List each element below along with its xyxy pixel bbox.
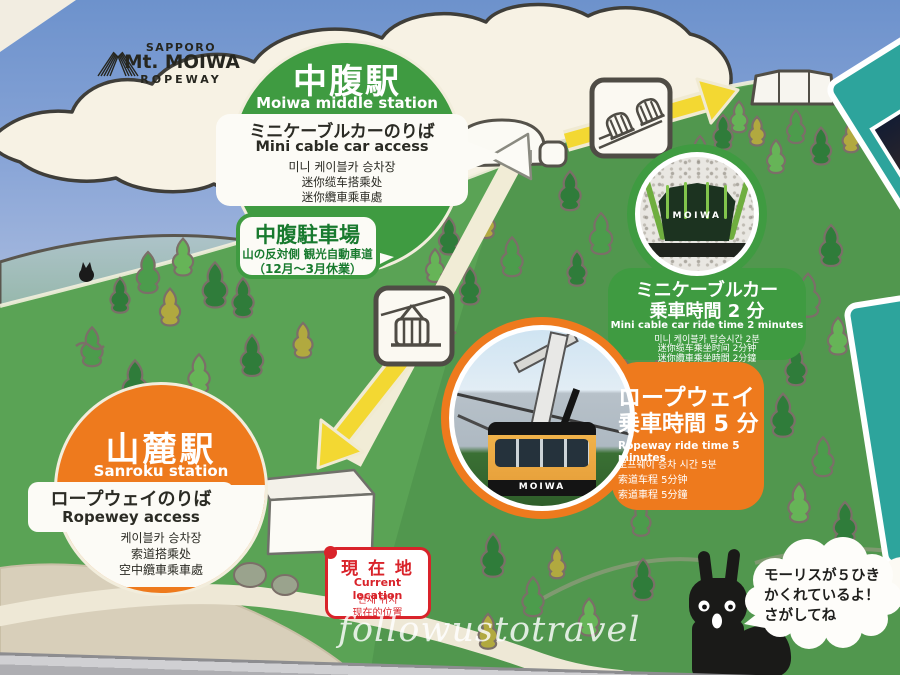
ropeway-photo: MOIWA: [449, 325, 635, 511]
ropeway-zh-cn: 索道车程 5分钟: [618, 475, 688, 486]
logo-line1: SAPPORO: [145, 41, 217, 54]
ropeway-photo-caption: MOIWA: [518, 482, 566, 492]
speech-bubble: [744, 537, 900, 649]
access-line: 空中纜車乘車處: [118, 563, 203, 577]
access-line: ロープウェイのりば: [50, 489, 212, 510]
mini-cable-info-panel: [608, 268, 806, 360]
access-line: 迷你缆车搭乘处: [301, 175, 383, 189]
sanroku-station-building: [256, 468, 376, 556]
logo-line2: Mt. MOIWA: [124, 52, 240, 73]
access-line: Mini cable car access: [255, 139, 429, 155]
side-panel-top: [827, 18, 900, 260]
access-line: 케이블카 승차장: [120, 531, 202, 545]
summit-station-building: [750, 69, 836, 106]
sanroku-pointer: [234, 492, 256, 520]
hidden-morris: [79, 262, 94, 282]
sanroku-subtitle: Sanroku station: [93, 462, 229, 480]
current-location-en: Current location: [352, 576, 403, 602]
watermark: followustotravel: [338, 610, 641, 650]
sanroku-title: 山麓駅: [105, 430, 217, 470]
mini-cable-photo: MOIWA: [635, 152, 759, 276]
ropeway-title2: 乗車時間 5 分: [618, 412, 759, 437]
current-location-title: 現 在 地: [341, 559, 414, 579]
brand-logo: SAPPORO Mt. MOIWA ROPEWAY: [96, 40, 246, 90]
logo-line3: ROPEWAY: [140, 73, 222, 86]
side-panel-bottom: [844, 288, 900, 568]
ropeway-info-panel: [612, 362, 764, 510]
access-line: Ropewey access: [62, 508, 200, 526]
mini-cable-photo-caption: MOIWA: [672, 211, 722, 221]
parking-note2: （12月～3月休業）: [252, 262, 363, 276]
current-location-sign: 現 在 地 Current location 현재 위치 现在的位置: [324, 546, 431, 619]
mini-cable-zh-cn: 迷你缆车乘坐时间 2分钟: [657, 344, 757, 354]
mountain-logo-icon: [97, 51, 139, 77]
speech-line: さがしてね: [764, 608, 837, 624]
mini-cable-ko: 미니 케이블카 탑승시간 2분: [654, 334, 760, 345]
access-line: 迷你纜車乘車處: [301, 190, 383, 204]
parking-title: 中腹駐車場: [255, 223, 360, 247]
ropeway-ko: 로프웨이 승차 시간 5분: [618, 460, 717, 471]
ropeway-zh-tw: 索道車程 5分鐘: [618, 490, 688, 501]
middle-station-pointer: [466, 141, 504, 171]
mini-cable-title2: 乗車時間 2 分: [649, 301, 765, 322]
mini-cable-bubble: MOIWA ミニケーブルカー 乗車時間 2 分 Mini cable car r…: [600, 134, 812, 364]
middle-station-subtitle: Moiwa middle station: [256, 94, 438, 112]
access-line: 索道搭乘处: [130, 547, 191, 561]
gondola-icon: [373, 285, 455, 367]
speech-line: かくれているよ！: [764, 588, 880, 604]
speech-line: モーリスが５ひき: [764, 568, 880, 584]
ropeway-gondola: MOIWA: [488, 422, 596, 496]
middle-station-title: 中腹駅: [293, 62, 401, 102]
mini-cable-en: Mini cable car ride time 2 minutes: [610, 320, 804, 331]
parking-note1: 山の反対側 観光自動車道: [242, 247, 373, 261]
sanroku-station-bubble: 山麓駅 Sanroku station ロープウェイのりば Ropewey ac…: [28, 382, 354, 600]
ropeway-bubble: MOIWA ロープウェイ 乗車時間 5 分 Ropeway ride time …: [430, 300, 780, 530]
access-line: ミニケーブルカーのりば: [249, 122, 435, 142]
middle-station-access-panel: [216, 114, 468, 206]
current-location-dot: [324, 546, 337, 559]
current-location-ko: 현재 위치: [357, 595, 398, 606]
current-location-zh: 现在的位置: [352, 608, 403, 619]
mini-cable-zh-tw: 迷你纜車乘坐時間 2分鐘: [657, 353, 757, 364]
mascot-squirrel: [689, 549, 792, 675]
parking-bubble: 中腹駐車場 山の反対側 観光自動車道 （12月～3月休業）: [236, 213, 380, 279]
sanroku-access-band: [28, 482, 234, 532]
ropeway-title1: ロープウェイ: [618, 385, 755, 411]
ropeway-en: Ropeway ride time 5 minutes: [618, 440, 740, 464]
access-line: 미니 케이블카 승차장: [288, 160, 396, 174]
mini-cable-title1: ミニケーブルカー: [635, 280, 779, 301]
funicular-icon: [589, 77, 673, 159]
